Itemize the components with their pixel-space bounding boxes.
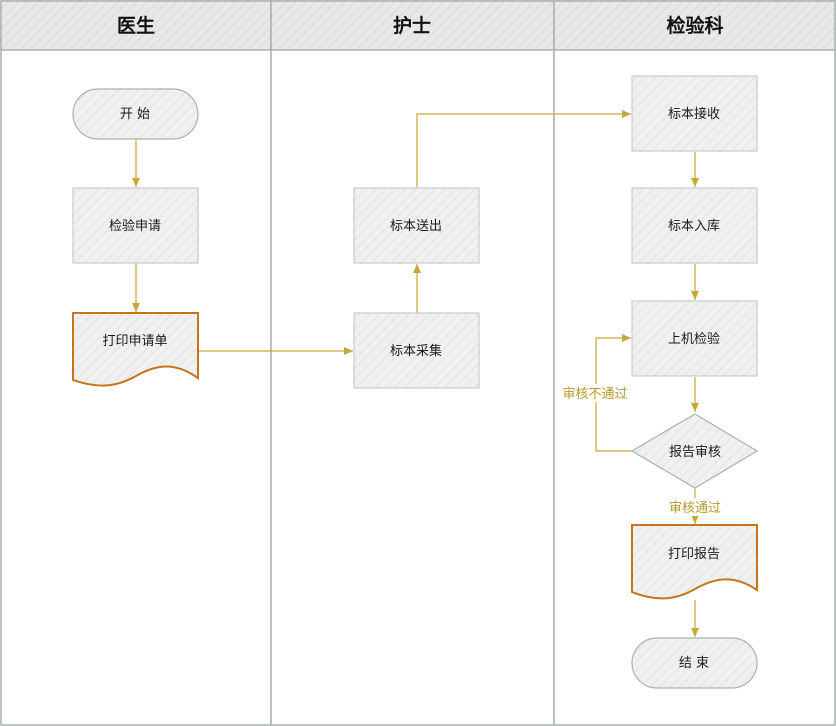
node-lab-request[interactable]: 检验申请 bbox=[72, 187, 199, 264]
lane-title-doctor: 医生 bbox=[117, 14, 155, 37]
node-label: 结 束 bbox=[679, 656, 709, 671]
node-start[interactable]: 开 始 bbox=[72, 88, 199, 140]
node-print-request[interactable]: 打印申请单 bbox=[72, 312, 199, 387]
lane-header bbox=[553, 0, 836, 51]
node-label: 上机检验 bbox=[668, 331, 720, 347]
node-machine-test[interactable]: 上机检验 bbox=[631, 300, 758, 377]
node-end[interactable]: 结 束 bbox=[631, 637, 758, 689]
node-sample-collect[interactable]: 标本采集 bbox=[353, 312, 480, 389]
node-report-review[interactable]: 报告审核 bbox=[630, 413, 759, 489]
node-label: 开 始 bbox=[120, 107, 150, 122]
node-label: 标本入库 bbox=[668, 218, 720, 234]
edge-label-review-fail: 审核不通过 bbox=[562, 387, 627, 402]
node-sample-send[interactable]: 标本送出 bbox=[353, 187, 480, 264]
node-label: 打印申请单 bbox=[102, 334, 167, 349]
node-label: 标本送出 bbox=[390, 219, 442, 234]
node-label: 打印报告 bbox=[668, 547, 720, 562]
lane-header bbox=[0, 0, 272, 51]
edge-label-bg bbox=[664, 498, 726, 516]
edge-send-to-receive bbox=[416, 110, 631, 188]
node-print-report[interactable]: 打印报告 bbox=[631, 524, 758, 600]
edge-label-review-pass: 审核通过 bbox=[669, 501, 721, 516]
node-label: 标本接收 bbox=[668, 106, 720, 122]
node-label: 报告审核 bbox=[669, 445, 721, 460]
node-sample-store[interactable]: 标本入库 bbox=[631, 187, 758, 264]
lane-title-lab: 检验科 bbox=[666, 14, 723, 37]
node-sample-receive[interactable]: 标本接收 bbox=[631, 75, 758, 152]
edge-label-bg bbox=[559, 384, 633, 402]
node-label: 标本采集 bbox=[390, 343, 442, 359]
lane-title-nurse: 护士 bbox=[393, 14, 431, 37]
node-label: 检验申请 bbox=[109, 218, 161, 234]
